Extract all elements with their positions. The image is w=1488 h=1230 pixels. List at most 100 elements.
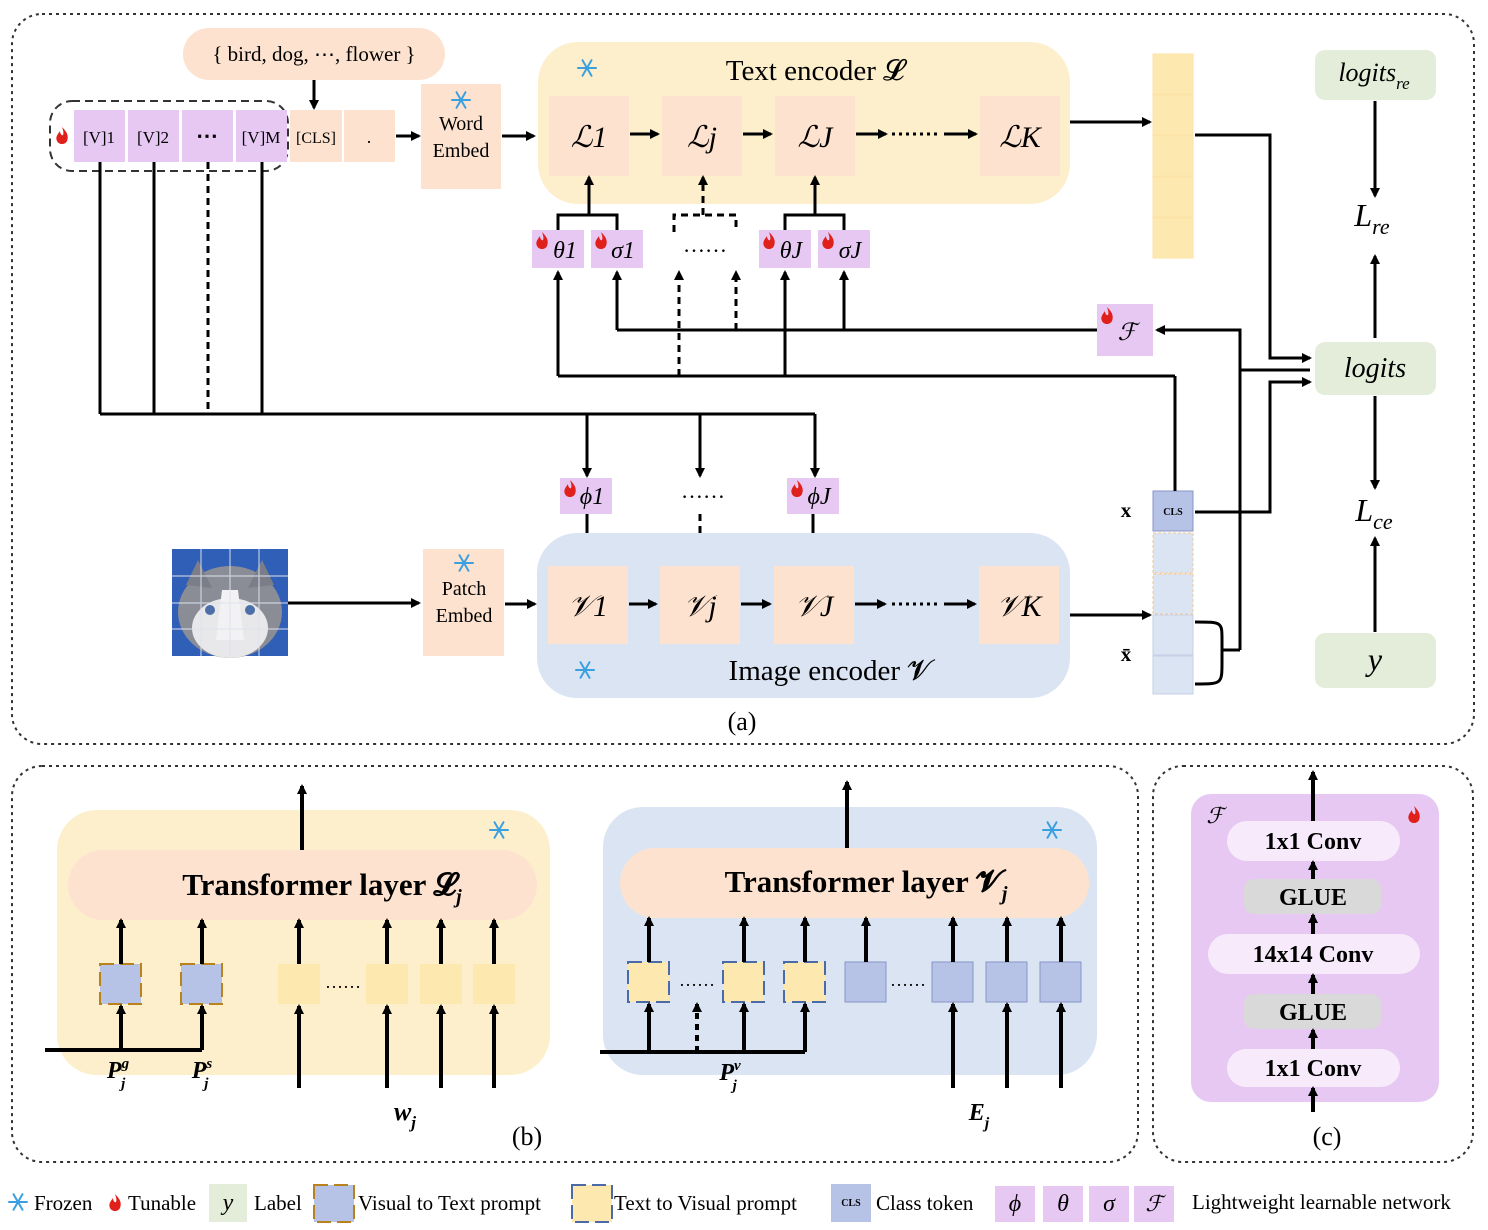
legend-f-swatch — [1134, 1186, 1174, 1222]
phi-dots: …… — [681, 478, 725, 503]
y-label: y — [1365, 641, 1383, 677]
sigma-J-box — [818, 230, 870, 268]
text-layer-J — [775, 96, 855, 176]
text-transformer-layer — [68, 850, 537, 920]
text-layer-K — [980, 96, 1060, 176]
text-layer-K-label: ℒK — [999, 121, 1043, 154]
word-embed-line1: Word — [439, 113, 483, 135]
f-network-block-label: ℱ — [1206, 803, 1227, 828]
tunable-prompt-group — [49, 100, 289, 172]
visual-to-text-prompt-token — [180, 963, 223, 1005]
text-transformer-label: Transformer layer 𝓛j — [182, 867, 462, 908]
logits-label: logits — [1344, 353, 1406, 384]
image-token — [1039, 961, 1082, 1003]
image-token — [844, 961, 887, 1003]
glue-bottom — [1244, 994, 1381, 1029]
cat-image — [172, 549, 288, 658]
image-layer-j-label: 𝒱j — [683, 590, 717, 623]
prompt-token-1-label: [V]1 — [83, 128, 115, 147]
text-layer-j — [662, 96, 742, 176]
L-re-label: Lre — [1353, 197, 1390, 239]
prompt-token-m-label: [V]M — [242, 128, 281, 147]
patch-embed-line2: Embed — [436, 605, 493, 627]
text-to-visual-prompt-token — [627, 961, 670, 1003]
image-layer-K-label: 𝒱K — [997, 590, 1044, 623]
legend-tunable: Tunable — [128, 1191, 196, 1215]
conv-14x14 — [1208, 934, 1420, 974]
visual-feature-token — [1152, 573, 1194, 615]
theta-J-label: θJ — [780, 238, 804, 264]
params-dots: …… — [683, 232, 727, 257]
visual-feature-token — [1152, 614, 1194, 656]
image-layer-J — [774, 566, 854, 644]
text-layer-j-label: ℒj — [687, 121, 717, 154]
prompt-token-dots — [182, 110, 233, 162]
image-transformer-label: Transformer layer 𝓥j — [725, 864, 1008, 905]
logits-box — [1315, 342, 1436, 395]
conv-1x1-bottom-label: 1x1 Conv — [1265, 1056, 1362, 1082]
caption-a: (a) — [728, 707, 757, 736]
panel-c-border — [1152, 765, 1474, 1163]
text-layer-1 — [549, 96, 629, 176]
patch-embed-line1: Patch — [442, 578, 486, 600]
legend-label-swatch — [209, 1184, 247, 1222]
prompt-token-2 — [128, 110, 179, 162]
glue-top-label: GLUE — [1279, 885, 1347, 911]
sigma-J-label: σJ — [839, 238, 863, 264]
caption-b: (b) — [512, 1122, 542, 1151]
legend-sigma-swatch — [1089, 1186, 1129, 1222]
theta-1-box — [532, 230, 584, 268]
e-j-label: Ej — [968, 1100, 990, 1132]
legend-lightweight: Lightweight learnable network — [1192, 1190, 1451, 1214]
legend: Frozen Tunable y Label Visual to Text pr… — [8, 1184, 1451, 1223]
legend-theta: θ — [1057, 1191, 1069, 1217]
image-transformer-bg — [603, 807, 1097, 1075]
dot-token-box — [344, 110, 395, 162]
theta-J-box — [759, 230, 811, 268]
legend-y: y — [221, 1190, 234, 1216]
legend-phi-swatch — [995, 1186, 1035, 1222]
conv-1x1-bottom — [1227, 1049, 1400, 1087]
sigma-1-label: σ1 — [611, 238, 635, 264]
prompt-token-m — [236, 110, 287, 162]
image-layer-1-label: 𝒱1 — [568, 590, 608, 623]
snowflake-icon — [8, 1193, 28, 1211]
image-token — [985, 961, 1028, 1003]
legend-t2v-swatch — [571, 1184, 613, 1223]
legend-f: ℱ — [1145, 1191, 1166, 1216]
text-feature-stack — [1152, 53, 1194, 259]
logits-re-box — [1315, 50, 1436, 100]
flame-icon — [109, 1194, 121, 1211]
image-encoder-title: Image encoder 𝓥 — [729, 655, 936, 687]
theta-1-label: θ1 — [553, 238, 577, 264]
phi-1-label: ϕ1 — [580, 484, 604, 510]
xbar-label: x̄ — [1121, 642, 1132, 666]
patch-embed-box — [423, 549, 504, 656]
legend-frozen: Frozen — [34, 1191, 93, 1215]
logits-re-label: logitsre — [1338, 58, 1410, 93]
text-layer-J-label: ℒJ — [798, 121, 835, 154]
legend-label: Label — [254, 1191, 302, 1215]
panel-a-border — [11, 13, 1475, 745]
glue-bottom-label: GLUE — [1279, 1000, 1347, 1026]
image-layer-J-label: 𝒱J — [795, 590, 835, 623]
w-j-label: wj — [394, 1097, 416, 1132]
legend-phi: ϕ — [1009, 1191, 1021, 1217]
glue-top — [1244, 879, 1381, 914]
visual-feature-token — [1152, 655, 1194, 695]
legend-cls-swatch — [831, 1184, 871, 1222]
cls-token-label: [CLS] — [296, 130, 336, 147]
class-names-text: { bird, dog, ⋯, flower } — [212, 42, 415, 66]
cls-feature-label: CLS — [1163, 507, 1183, 518]
image-layer-K — [979, 566, 1059, 644]
cls-feature-box — [1152, 490, 1194, 532]
legend-class-token: Class token — [876, 1191, 974, 1215]
conv-14x14-label: 14x14 Conv — [1253, 942, 1374, 968]
dot-token-label: . — [367, 127, 372, 147]
phi-J-label: ϕJ — [807, 484, 831, 510]
image-token-dots: …… — [890, 970, 926, 990]
legend-cls: CLS — [841, 1198, 861, 1209]
visual-to-text-prompt-token — [99, 963, 142, 1005]
